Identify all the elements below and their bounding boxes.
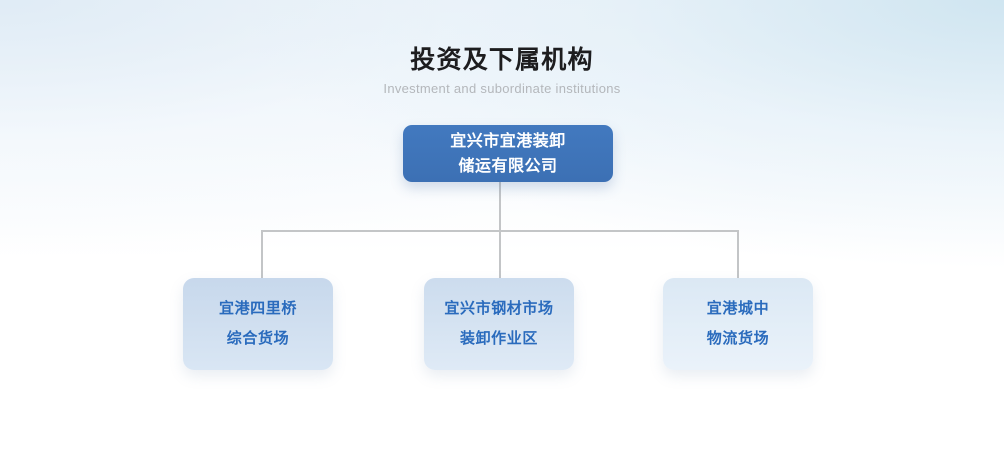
org-node-child-2-line1: 宜兴市钢材市场	[444, 300, 554, 317]
connector-drop-right	[737, 230, 739, 279]
connector-root-stem	[499, 182, 501, 231]
connector-drop-left	[261, 230, 263, 279]
org-node-child-3[interactable]: 宜港城中 物流货场	[663, 278, 813, 370]
org-node-child-2-line2: 装卸作业区	[459, 330, 538, 347]
org-node-root-label: 宜兴市宜港装卸 储运有限公司	[450, 129, 566, 179]
org-node-child-2-label: 宜兴市钢材市场 装卸作业区	[444, 294, 553, 354]
org-node-child-1-label: 宜港四里桥 综合货场	[219, 294, 297, 354]
org-node-child-2[interactable]: 宜兴市钢材市场 装卸作业区	[424, 278, 574, 370]
connector-horizontal-bus	[261, 230, 739, 232]
org-node-child-3-label: 宜港城中 物流货场	[707, 294, 769, 354]
org-node-root-line2: 储运有限公司	[458, 157, 558, 175]
org-node-child-3-line2: 物流货场	[706, 330, 770, 347]
connector-drop-center	[499, 230, 501, 279]
page-title: 投资及下属机构	[410, 46, 594, 74]
org-node-child-1-line1: 宜港四里桥	[218, 300, 297, 317]
page-heading: 投资及下属机构 Investment and subordinate insti…	[0, 44, 1004, 97]
org-node-root-line1: 宜兴市宜港装卸	[450, 132, 566, 150]
org-node-child-1-line2: 综合货场	[226, 330, 290, 347]
org-node-root[interactable]: 宜兴市宜港装卸 储运有限公司	[403, 125, 613, 182]
org-node-child-3-line1: 宜港城中	[706, 300, 770, 317]
org-node-child-1[interactable]: 宜港四里桥 综合货场	[183, 278, 333, 370]
page-subtitle: Investment and subordinate institutions	[383, 81, 621, 96]
